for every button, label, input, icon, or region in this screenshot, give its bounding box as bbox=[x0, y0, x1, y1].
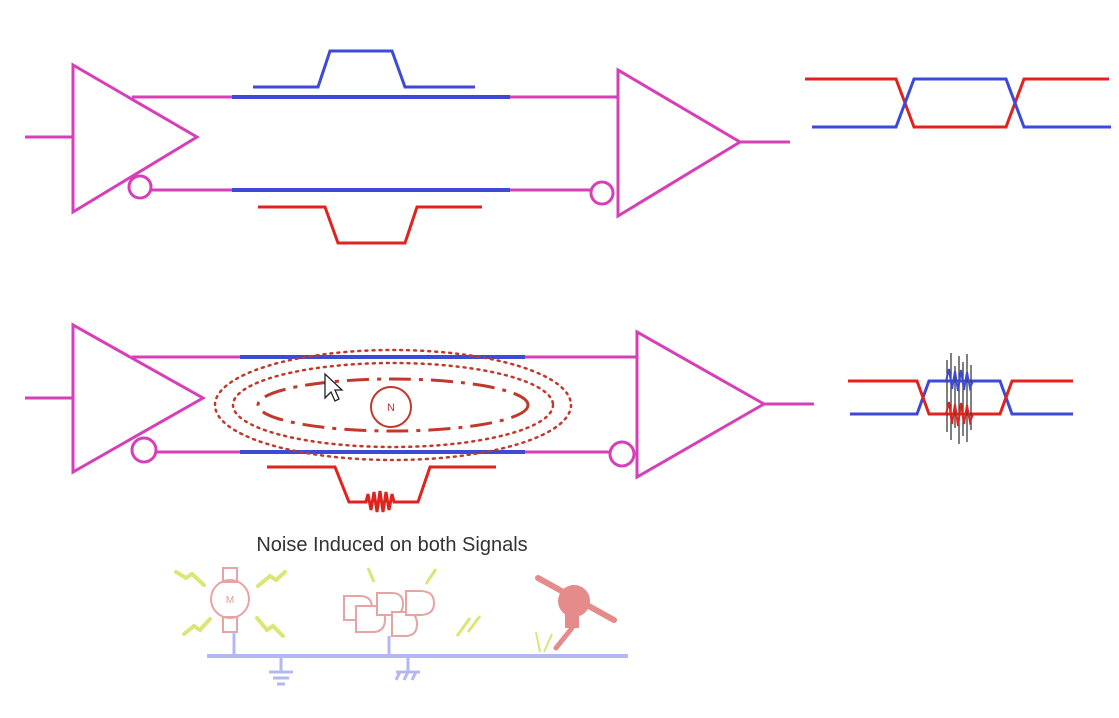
field-ring-middle bbox=[231, 361, 555, 449]
positive-pulse-waveform bbox=[253, 49, 475, 89]
spark-rays bbox=[174, 570, 287, 638]
noisy-crossover-waveform bbox=[848, 353, 1073, 444]
red-signal-trace bbox=[805, 77, 1109, 129]
motor-icon: M bbox=[174, 567, 287, 656]
red-signal-trace bbox=[848, 379, 1073, 416]
noise-sources-illustration: M bbox=[174, 567, 628, 686]
driver-inverting-bubble bbox=[130, 436, 158, 464]
motor-label: M bbox=[226, 595, 234, 606]
logic-gates-icon bbox=[343, 567, 482, 656]
noise-caption: Noise Induced on both Signals bbox=[256, 534, 527, 556]
differential-driver-icon bbox=[71, 62, 200, 215]
noise-spikes-icon bbox=[946, 353, 972, 444]
field-ring-outer bbox=[213, 348, 573, 462]
negative-pulse-waveform bbox=[258, 205, 482, 245]
clean-differential-link bbox=[25, 49, 790, 245]
noise-source-label: N bbox=[387, 402, 395, 414]
magnetic-field-icon bbox=[213, 348, 573, 462]
driver-inverting-bubble bbox=[127, 174, 153, 200]
blue-signal-trace bbox=[812, 77, 1111, 129]
noisy-differential-link: N bbox=[25, 322, 814, 513]
chassis-ground-icon bbox=[394, 656, 420, 681]
clean-crossover-waveform bbox=[805, 77, 1111, 129]
ground-icon bbox=[269, 656, 293, 686]
noise-source-icon bbox=[370, 386, 412, 428]
differential-receiver-icon bbox=[616, 67, 743, 219]
blue-noise-burst bbox=[945, 368, 974, 392]
noisy-negative-pulse-waveform bbox=[267, 465, 496, 513]
differential-driver-icon bbox=[71, 322, 207, 475]
field-ring-inner bbox=[256, 377, 530, 433]
drill-icon bbox=[535, 575, 617, 653]
mouse-cursor-icon bbox=[324, 372, 344, 402]
receiver-inverting-bubble bbox=[589, 180, 615, 206]
receiver-inverting-bubble bbox=[608, 440, 636, 468]
red-noise-burst bbox=[945, 401, 974, 427]
differential-receiver-icon bbox=[635, 329, 768, 480]
